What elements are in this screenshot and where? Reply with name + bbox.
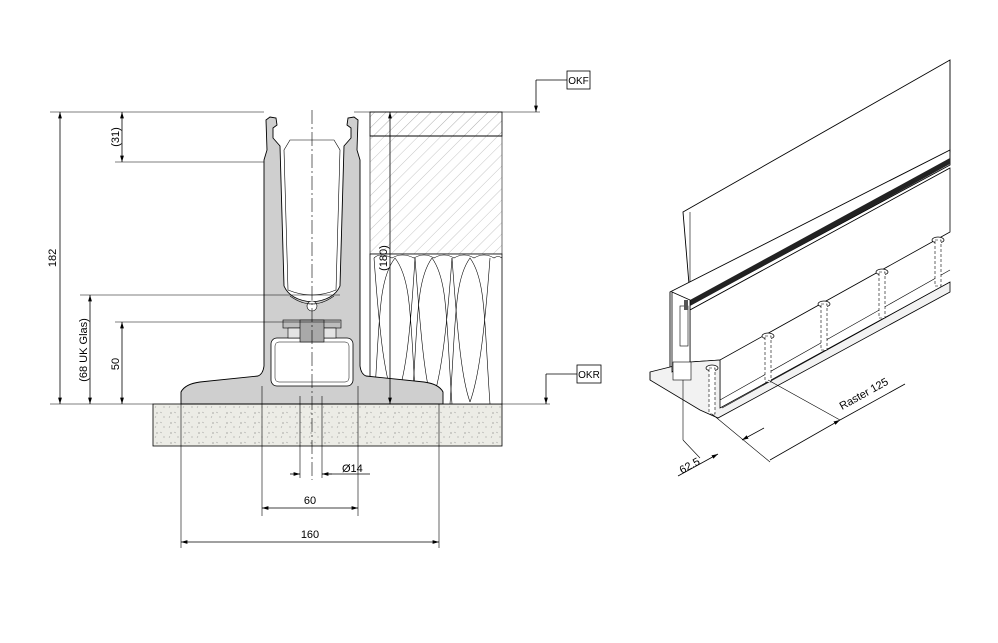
dim-68-uk-glas: (68 UK Glas): [78, 318, 90, 382]
dim-180: (180): [378, 245, 390, 271]
dim-182: 182: [47, 249, 59, 267]
dim-50: 50: [110, 358, 122, 370]
floor-screed: [369, 111, 503, 255]
dim-31: (31): [110, 127, 122, 147]
isometric-view: Raster 125 62.5: [649, 59, 951, 477]
dim-60: 60: [304, 495, 316, 507]
okf-label: OKF: [568, 76, 589, 87]
anchor-bolts: [705, 236, 945, 415]
dim-raster-125: Raster 125: [838, 376, 891, 413]
dim-160: 160: [301, 529, 319, 541]
section-view: 182 (31) (68 UK Glas) 50 (180) OKF OKR: [47, 70, 602, 548]
aluminium-profile: [180, 116, 444, 405]
okf-marker: OKF: [534, 70, 591, 112]
okr-label: OKR: [578, 370, 600, 381]
dim-diameter-14: Ø14: [342, 463, 363, 475]
okr-marker: OKR: [544, 364, 602, 404]
dim-62-5: 62.5: [678, 456, 703, 477]
